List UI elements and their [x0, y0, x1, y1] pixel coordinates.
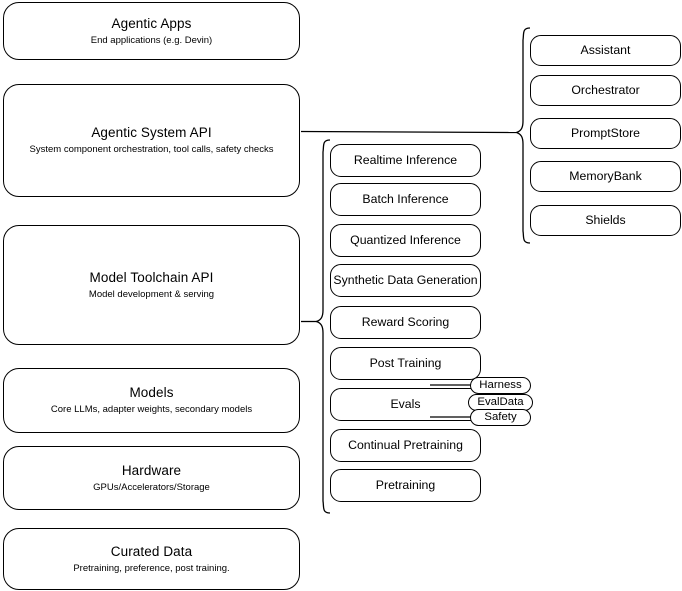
layer-box-agentic-apps[interactable]: Agentic Apps End applications (e.g. Devi…: [3, 2, 300, 60]
layer-box-model-toolchain-api[interactable]: Model Toolchain API Model development & …: [3, 225, 300, 345]
middle-item-batch-inference[interactable]: Batch Inference: [330, 183, 481, 216]
evals-tag-safety[interactable]: Safety: [470, 409, 531, 426]
middle-item-label: Batch Inference: [362, 192, 449, 206]
evals-tag-harness[interactable]: Harness: [470, 377, 531, 394]
layer-title: Model Toolchain API: [89, 269, 214, 285]
middle-item-evals[interactable]: Evals: [330, 388, 481, 421]
middle-item-label: Pretraining: [375, 478, 436, 492]
middle-item-pretraining[interactable]: Pretraining: [330, 469, 481, 502]
layer-title: Curated Data: [110, 543, 193, 559]
right-item-orchestrator[interactable]: Orchestrator: [530, 75, 681, 106]
link-agentic-system-api-to-right-group: [300, 130, 517, 134]
right-item-label: MemoryBank: [569, 169, 642, 183]
layer-box-hardware[interactable]: Hardware GPUs/Accelerators/Storage: [3, 446, 300, 510]
right-item-shields[interactable]: Shields: [530, 205, 681, 236]
layer-subtitle: Core LLMs, adapter weights, secondary mo…: [50, 404, 253, 415]
layer-subtitle: GPUs/Accelerators/Storage: [93, 481, 210, 493]
right-item-label: Shields: [585, 213, 626, 227]
right-item-label: Assistant: [580, 43, 631, 57]
layer-title: Hardware: [121, 462, 182, 478]
middle-item-label: Evals: [390, 397, 421, 411]
middle-item-realtime-inference[interactable]: Realtime Inference: [330, 144, 481, 177]
middle-item-label: Continual Pretraining: [348, 438, 463, 452]
middle-item-post-training[interactable]: Post Training: [330, 347, 481, 380]
layer-box-curated-data[interactable]: Curated Data Pretraining, preference, po…: [3, 528, 300, 590]
layer-subtitle: Model development & serving: [88, 288, 215, 300]
middle-item-reward-scoring[interactable]: Reward Scoring: [330, 306, 481, 339]
right-group-brace: [514, 27, 531, 244]
evals-tag-label: Harness: [479, 379, 522, 391]
layer-title: Models: [129, 385, 174, 400]
middle-item-label: Realtime Inference: [353, 153, 458, 167]
layer-box-models[interactable]: Models Core LLMs, adapter weights, secon…: [3, 368, 300, 433]
layer-box-agentic-system-api[interactable]: Agentic System API System component orch…: [3, 84, 300, 197]
right-item-assistant[interactable]: Assistant: [530, 35, 681, 66]
layer-subtitle: System component orchestration, tool cal…: [29, 144, 274, 155]
middle-item-label: Quantized Inference: [350, 233, 461, 247]
layer-subtitle: Pretraining, preference, post training.: [73, 562, 230, 574]
layer-subtitle: End applications (e.g. Devin): [90, 34, 213, 46]
right-item-label: PromptStore: [570, 126, 641, 140]
evals-tag-label: EvalData: [477, 396, 524, 408]
middle-item-quantized-inference[interactable]: Quantized Inference: [330, 224, 481, 257]
middle-item-continual-pretraining[interactable]: Continual Pretraining: [330, 429, 481, 462]
right-item-label: Orchestrator: [571, 83, 640, 97]
middle-item-label: Post Training: [369, 356, 442, 370]
middle-item-synthetic-data-generation[interactable]: Synthetic Data Generation: [330, 264, 481, 297]
middle-item-label: Synthetic Data Generation: [333, 273, 478, 287]
evals-tag-label: Safety: [484, 411, 517, 423]
middle-item-label: Reward Scoring: [361, 315, 450, 329]
middle-group-brace: [314, 139, 331, 514]
layer-title: Agentic System API: [91, 125, 212, 140]
layer-title: Agentic Apps: [111, 15, 192, 31]
right-item-promptstore[interactable]: PromptStore: [530, 118, 681, 149]
right-item-memorybank[interactable]: MemoryBank: [530, 161, 681, 192]
